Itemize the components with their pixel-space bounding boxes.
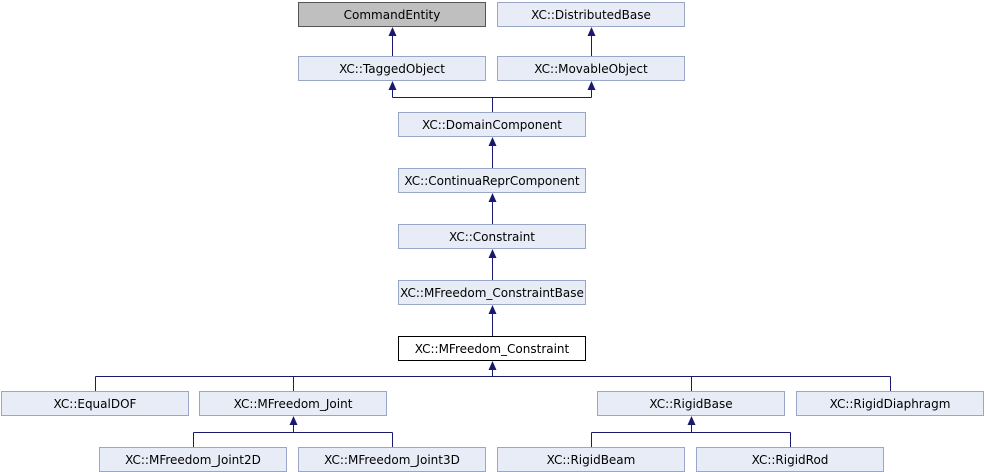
node-constraint[interactable]: XC::Constraint	[398, 224, 586, 249]
node-label: XC::MovableObject	[534, 61, 648, 76]
node-label: XC::ContinuaReprComponent	[404, 173, 580, 188]
node-label: XC::RigidDiaphragm	[829, 396, 951, 411]
node-tagged-object[interactable]: XC::TaggedObject	[298, 56, 486, 81]
node-label: XC::MFreedom_ConstraintBase	[400, 285, 584, 300]
edge-arrowhead	[587, 81, 596, 90]
node-command-entity[interactable]: CommandEntity	[298, 2, 486, 27]
node-mfreedom-joint3d[interactable]: XC::MFreedom_Joint3D	[298, 447, 486, 472]
edge-arrowhead	[488, 249, 497, 258]
node-mfreedom-constraint-base[interactable]: XC::MFreedom_ConstraintBase	[398, 280, 586, 305]
node-continua-repr-component[interactable]: XC::ContinuaReprComponent	[398, 168, 586, 193]
node-distributed-base[interactable]: XC::DistributedBase	[497, 2, 685, 27]
edge-arrowhead	[388, 81, 397, 90]
node-mfreedom-joint[interactable]: XC::MFreedom_Joint	[199, 391, 387, 416]
node-label: XC::MFreedom_Joint3D	[324, 452, 460, 467]
edge-arrowhead	[587, 27, 596, 36]
node-label: XC::TaggedObject	[339, 61, 445, 76]
node-label: XC::DistributedBase	[531, 7, 651, 22]
node-label: XC::MFreedom_Joint	[233, 396, 353, 411]
node-mfreedom-joint2d[interactable]: XC::MFreedom_Joint2D	[99, 447, 287, 472]
edge-arrowhead	[488, 361, 497, 370]
edge-arrowhead	[289, 416, 298, 425]
node-equal-dof[interactable]: XC::EqualDOF	[1, 391, 189, 416]
edge-arrowhead	[488, 193, 497, 202]
node-label: XC::MFreedom_Joint2D	[125, 452, 261, 467]
node-rigid-diaphragm[interactable]: XC::RigidDiaphragm	[796, 391, 984, 416]
node-label: XC::RigidBeam	[546, 452, 636, 467]
node-rigid-base[interactable]: XC::RigidBase	[597, 391, 785, 416]
edge-arrowhead	[488, 137, 497, 146]
node-label: CommandEntity	[343, 7, 441, 22]
node-movable-object[interactable]: XC::MovableObject	[497, 56, 685, 81]
edge-arrowhead	[687, 416, 696, 425]
node-rigid-beam[interactable]: XC::RigidBeam	[497, 447, 685, 472]
node-mfreedom-constraint: XC::MFreedom_Constraint	[398, 336, 586, 361]
edge-arrowhead	[488, 305, 497, 314]
edge-arrowhead	[388, 27, 397, 36]
node-rigid-rod[interactable]: XC::RigidRod	[696, 447, 884, 472]
node-domain-component[interactable]: XC::DomainComponent	[398, 112, 586, 137]
node-label: XC::DomainComponent	[421, 117, 563, 132]
node-label: XC::EqualDOF	[53, 396, 137, 411]
node-label: XC::Constraint	[448, 229, 536, 244]
node-label: XC::RigidBase	[649, 396, 733, 411]
node-label: XC::MFreedom_Constraint	[414, 341, 570, 356]
node-label: XC::RigidRod	[751, 452, 829, 467]
